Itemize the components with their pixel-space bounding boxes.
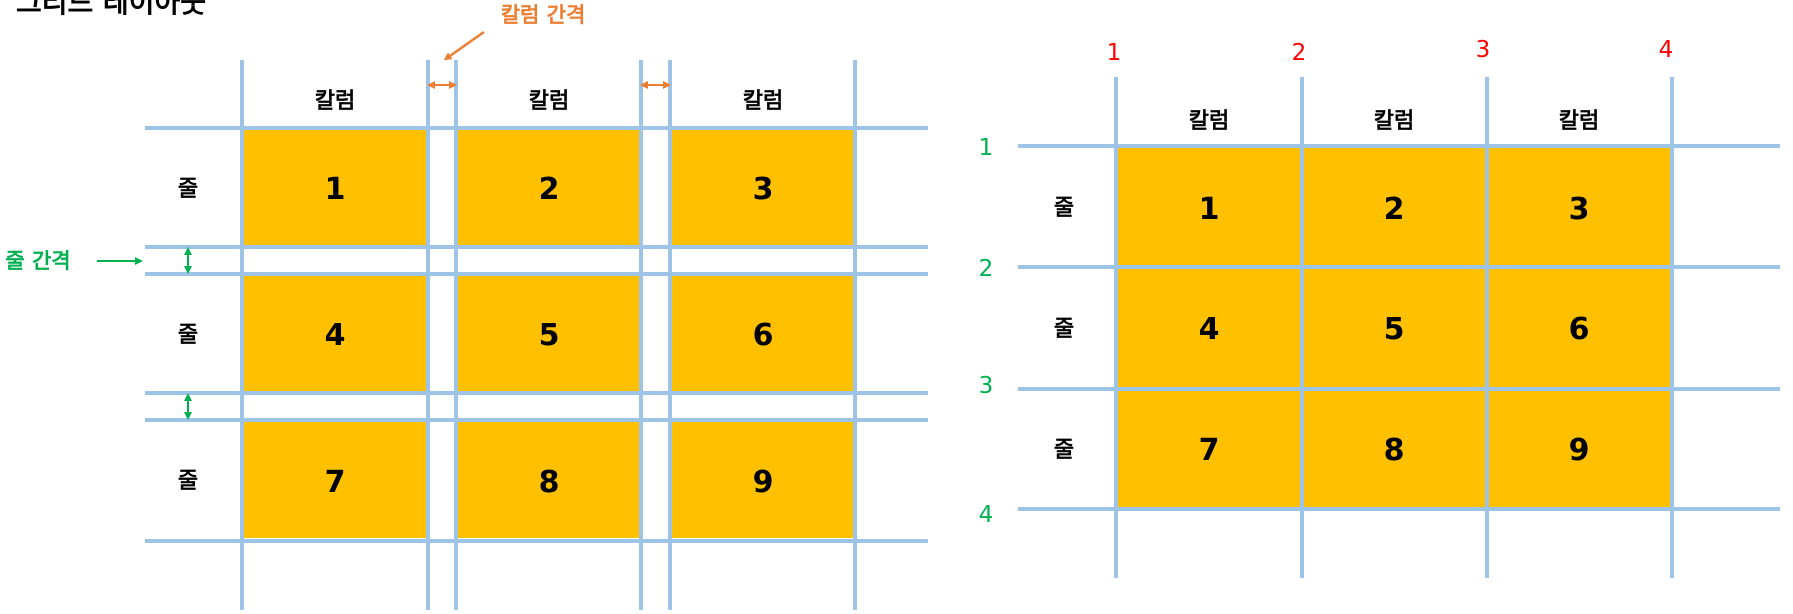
column-line-number-1: 1 <box>1107 40 1122 66</box>
left-cell-label-9: 9 <box>753 465 774 500</box>
left-cell-3 <box>672 130 855 245</box>
right-cell-8 <box>1303 390 1486 508</box>
column-gap-label: 칼럼 간격 <box>501 3 586 27</box>
right-row-header-1: 줄 <box>1054 196 1074 221</box>
left-cell-6 <box>672 276 855 391</box>
left-cell-label-7: 7 <box>325 465 346 500</box>
right-cell-label-6: 6 <box>1569 312 1590 347</box>
column-line-number-3: 3 <box>1476 37 1491 63</box>
left-cell-2 <box>458 130 641 245</box>
column-line-number-2: 2 <box>1292 40 1307 66</box>
right-cell-9 <box>1488 390 1671 508</box>
left-cell-label-6: 6 <box>753 318 774 353</box>
right-column-header-1: 칼럼 <box>1189 109 1229 134</box>
row-line-number-3: 3 <box>979 373 994 399</box>
left-cell-8 <box>458 422 641 538</box>
left-grid-diagram: 칼럼 칼럼 칼럼 줄 줄 줄 1 2 3 4 5 6 7 8 9 칼럼 간격 줄… <box>5 3 928 610</box>
right-row-header-3: 줄 <box>1054 438 1074 463</box>
left-row-header-3: 줄 <box>178 469 198 494</box>
right-cell-4 <box>1118 268 1301 388</box>
left-column-header-2: 칼럼 <box>529 89 569 114</box>
left-cell-7 <box>244 422 427 538</box>
left-cell-label-3: 3 <box>753 172 774 207</box>
right-grid-lines <box>1018 77 1780 578</box>
left-cell-4 <box>244 276 427 391</box>
left-column-header-3: 칼럼 <box>743 89 783 114</box>
left-cell-5 <box>458 276 641 391</box>
right-cell-label-9: 9 <box>1569 433 1590 468</box>
right-cell-3 <box>1488 147 1671 266</box>
right-cell-6 <box>1488 268 1671 388</box>
row-line-number-4: 4 <box>979 502 994 528</box>
left-cell-label-8: 8 <box>539 465 560 500</box>
left-cell-1 <box>244 130 427 245</box>
left-row-header-1: 줄 <box>178 177 198 202</box>
column-gap-pointer-arrow <box>443 30 485 61</box>
right-cell-label-5: 5 <box>1384 312 1405 347</box>
left-cell-label-1: 1 <box>325 172 346 207</box>
row-line-number-2: 2 <box>979 256 994 282</box>
left-cell-label-4: 4 <box>325 318 346 353</box>
column-line-number-4: 4 <box>1659 37 1674 63</box>
right-column-header-3: 칼럼 <box>1559 109 1599 134</box>
row-line-number-1: 1 <box>979 135 994 161</box>
right-cell-2 <box>1303 147 1486 266</box>
right-row-header-2: 줄 <box>1054 317 1074 342</box>
right-cell-5 <box>1303 268 1486 388</box>
right-cell-7 <box>1118 390 1301 508</box>
right-cell-label-7: 7 <box>1199 433 1220 468</box>
row-gap-label: 줄 간격 <box>5 249 70 273</box>
left-row-header-2: 줄 <box>178 323 198 348</box>
right-cell-label-3: 3 <box>1569 192 1590 227</box>
left-column-header-1: 칼럼 <box>315 89 355 114</box>
right-cell-label-8: 8 <box>1384 433 1405 468</box>
left-cell-label-2: 2 <box>539 172 560 207</box>
left-cell-label-5: 5 <box>539 318 560 353</box>
page-title: 그리드 레이아웃 <box>16 0 206 19</box>
left-grid-lines <box>145 60 928 610</box>
right-column-header-2: 칼럼 <box>1374 109 1414 134</box>
right-cell-label-4: 4 <box>1199 312 1220 347</box>
right-cell-label-2: 2 <box>1384 192 1405 227</box>
left-cell-9 <box>672 422 855 538</box>
right-cell-label-1: 1 <box>1199 192 1220 227</box>
right-cell-1 <box>1118 147 1301 266</box>
right-grid-diagram: 1 2 3 4 1 2 3 4 칼럼 칼럼 칼럼 줄 줄 줄 1 2 3 4 5… <box>979 37 1780 578</box>
